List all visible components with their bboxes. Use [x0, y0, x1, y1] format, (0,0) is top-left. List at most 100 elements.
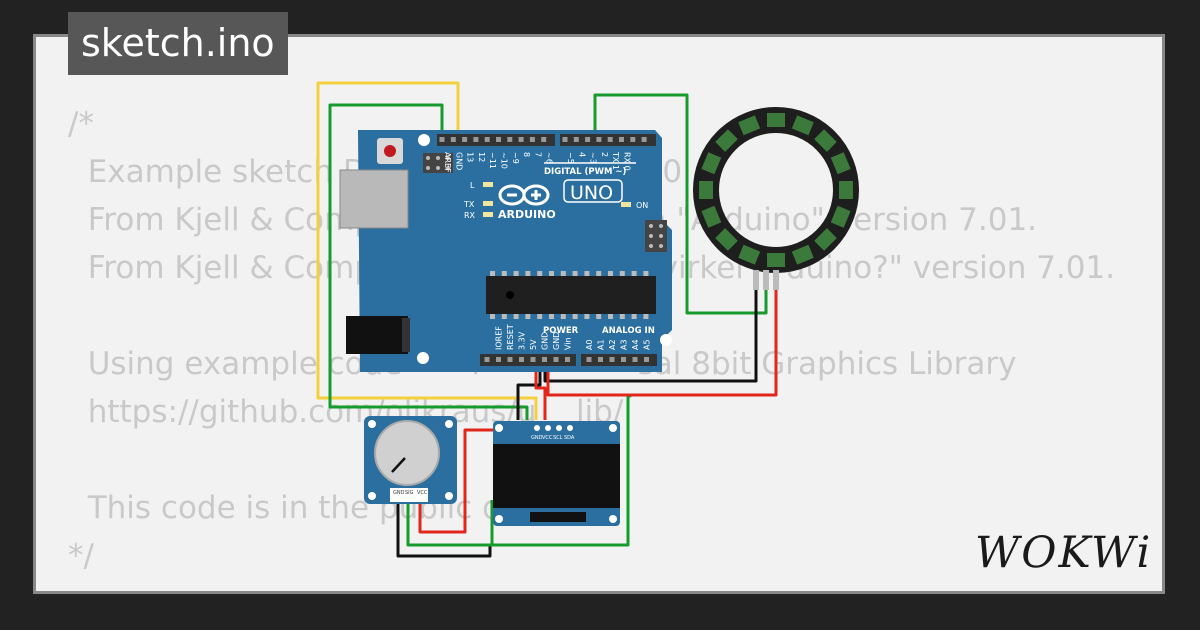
pin-hole — [507, 357, 513, 362]
pin-hole — [519, 357, 524, 362]
pin-hole — [619, 137, 624, 142]
pin-hole — [496, 357, 501, 362]
oled-pin-holes — [534, 425, 573, 431]
wire-green-top[interactable] — [328, 103, 529, 420]
ring-led — [738, 244, 761, 265]
pin-label: Vin — [564, 337, 573, 350]
analog-label: ANALOG IN — [602, 326, 655, 336]
pin-label: A2 — [608, 339, 617, 350]
pot-knob[interactable] — [374, 420, 440, 486]
led-rx — [483, 212, 493, 217]
pin-label: IOREF — [495, 326, 504, 350]
pin-hole — [542, 357, 547, 362]
power-header — [480, 354, 576, 366]
file-tab[interactable]: sketch.ino — [68, 12, 288, 75]
ring-led — [830, 152, 851, 175]
ring-pins — [753, 270, 779, 290]
usb-port — [339, 169, 409, 229]
ring-led — [767, 113, 785, 127]
pin-hole — [644, 357, 649, 362]
chip-pin — [549, 314, 554, 319]
pin-hole — [450, 137, 456, 142]
pin-label: GND — [454, 152, 463, 170]
arduino-logo-icon — [498, 184, 550, 206]
chip-pin — [501, 271, 507, 276]
wire-red-ring[interactable] — [546, 288, 778, 397]
chip-pin — [513, 271, 519, 276]
pin-label: 4 — [577, 152, 586, 157]
icsp-header-right — [645, 220, 667, 252]
icsp-header — [423, 153, 453, 173]
pin-label: A4 — [631, 339, 640, 350]
pin-label: 12 — [477, 152, 486, 162]
pin-hole — [473, 137, 479, 142]
pin-label: GND — [552, 332, 561, 350]
model-label: UNO — [570, 182, 613, 204]
wire-yellow[interactable] — [316, 81, 538, 420]
chip-pin — [619, 271, 625, 276]
chip-pin — [619, 314, 625, 319]
pin-label: RESET — [506, 324, 515, 350]
pin-hole — [607, 137, 613, 142]
chip-pin — [525, 314, 531, 319]
ring-led — [699, 181, 713, 199]
wire-green-ring[interactable] — [593, 93, 768, 315]
wire-red-pot[interactable] — [418, 428, 548, 534]
pin-label: ~5 — [566, 152, 575, 164]
pin-hole — [621, 357, 626, 362]
led-tx-label: TX — [463, 200, 475, 209]
pot-pin-label: SIG — [405, 490, 414, 496]
ring-led — [791, 244, 814, 265]
pin-hole — [565, 357, 570, 362]
pin-label: 2 — [600, 152, 609, 157]
pin-label: A0 — [585, 339, 594, 350]
pin-label: RX 0 — [623, 152, 632, 171]
code-line: https://github.com/olikraus/u lib/ — [68, 394, 624, 430]
atmega-chip — [486, 276, 656, 314]
wire-green-pot-sig[interactable] — [406, 500, 492, 547]
ring-led — [701, 152, 722, 175]
led-rx-label: RX — [464, 211, 476, 220]
wires — [316, 81, 778, 558]
pin-label: A3 — [620, 339, 629, 350]
reset-button-cap[interactable] — [384, 145, 396, 157]
ring-led — [738, 115, 761, 136]
oled-pin-label: GND — [531, 435, 543, 441]
pin-label: TX 1 — [611, 151, 620, 170]
chip-pin — [596, 271, 602, 276]
pin-label: ~11 — [488, 152, 497, 169]
pin-hole — [541, 137, 547, 142]
chip-pin — [537, 271, 543, 276]
pin-hole — [598, 357, 603, 362]
uno-label-box — [563, 179, 623, 203]
ring-led — [767, 253, 785, 267]
ring-leds — [699, 113, 853, 267]
pin-label: A1 — [597, 339, 606, 350]
wire-black-ring[interactable] — [543, 288, 758, 383]
led-on-label: ON — [636, 201, 648, 210]
chip-pin — [560, 314, 566, 319]
wire-red-oled[interactable] — [534, 365, 547, 420]
wire-black-pot[interactable] — [396, 500, 492, 558]
chip-pin — [525, 271, 531, 276]
wire-black-oled[interactable] — [516, 365, 542, 420]
pot-indicator — [391, 457, 406, 473]
pin-hole — [553, 357, 559, 362]
chip-pin — [560, 271, 566, 276]
pin-label: A5 — [643, 339, 652, 350]
neopixel-ring[interactable] — [693, 107, 859, 290]
pin-label: ~10 — [500, 152, 509, 169]
pin-hole — [507, 137, 513, 142]
chip-pin — [537, 314, 543, 319]
pin-label: GND — [541, 332, 550, 350]
chip-pin — [643, 314, 649, 319]
chip-pin — [490, 271, 495, 276]
power-jack — [346, 316, 408, 354]
